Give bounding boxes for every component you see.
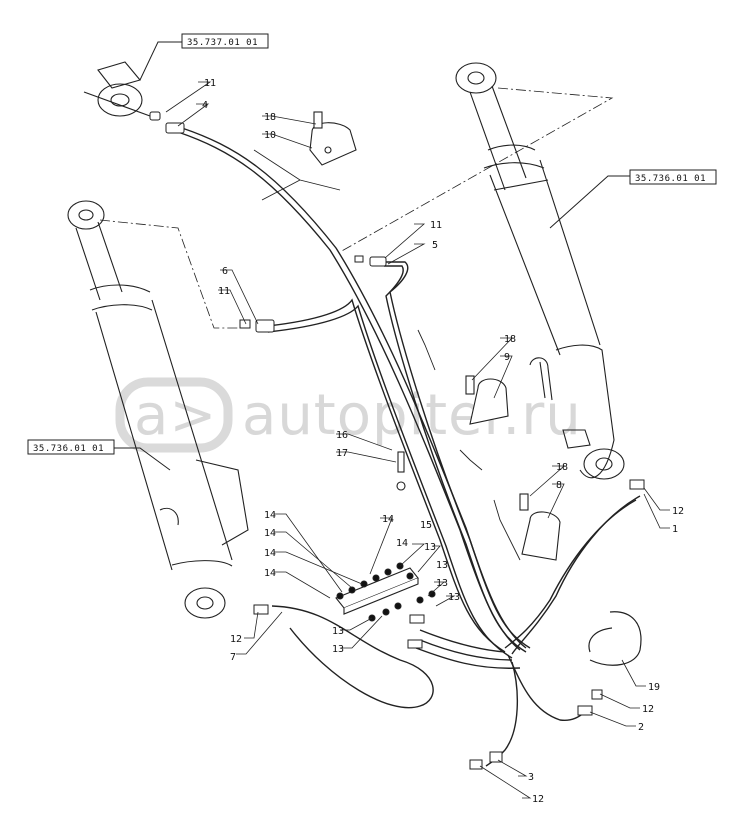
callout-14b: 14 — [264, 528, 276, 539]
callout-1: 1 — [672, 524, 678, 535]
callout-14d: 14 — [264, 568, 276, 579]
callout-14c: 14 — [264, 548, 276, 559]
callout-18c: 18 — [556, 462, 568, 473]
watermark-symbol: a> — [134, 383, 217, 448]
leader-lines — [165, 81, 670, 799]
reference-box-right: 35.736.01 01 — [549, 169, 717, 229]
right-cylinder — [455, 62, 625, 480]
callout-13b: 13 — [436, 560, 448, 571]
reference-box-top: 35.737.01 01 — [139, 33, 269, 81]
callout-13d: 13 — [448, 592, 460, 603]
reference-box-left: 35.736.01 01 — [27, 439, 171, 471]
callout-7: 7 — [230, 652, 236, 663]
break-marks — [253, 149, 521, 561]
reference-text-top: 35.737.01 01 — [187, 38, 258, 48]
callout-14a: 14 — [264, 510, 276, 521]
callout-18b: 18 — [504, 334, 516, 345]
watermark: a> autopiter.ru — [115, 377, 581, 453]
callout-11c: 11 — [218, 286, 230, 297]
callout-15: 15 — [420, 520, 432, 531]
callout-10: 10 — [264, 130, 276, 141]
callout-12d: 12 — [532, 794, 544, 805]
callout-11b: 11 — [430, 220, 442, 231]
callout-13f: 13 — [332, 644, 344, 655]
reference-lines — [99, 87, 614, 329]
callout-3: 3 — [528, 772, 534, 783]
callout-6: 6 — [222, 266, 228, 277]
hose-fittings — [149, 111, 645, 770]
reference-text-right: 35.736.01 01 — [635, 174, 706, 184]
callout-13e: 13 — [332, 626, 344, 637]
callout-5: 5 — [432, 240, 438, 251]
callout-12a: 12 — [672, 506, 684, 517]
callout-12b: 12 — [230, 634, 242, 645]
callout-13a: 13 — [424, 542, 436, 553]
callout-11a: 11 — [204, 78, 216, 89]
callout-13c: 13 — [436, 578, 448, 589]
reference-text-left: 35.736.01 01 — [33, 444, 104, 454]
callout-14e: 14 — [382, 514, 394, 525]
left-cylinder — [67, 200, 249, 619]
callout-4: 4 — [202, 100, 208, 111]
hydraulic-hoses — [177, 127, 641, 767]
callout-8: 8 — [556, 480, 562, 491]
callout-12c: 12 — [642, 704, 654, 715]
callout-14f: 14 — [396, 538, 408, 549]
callout-2: 2 — [638, 722, 644, 733]
callout-17: 17 — [336, 448, 348, 459]
callout-19: 19 — [648, 682, 660, 693]
callout-9: 9 — [504, 352, 510, 363]
top-pivot — [83, 61, 151, 117]
callout-numbers: 11 4 18 10 11 5 6 11 18 9 16 17 18 8 12 … — [202, 78, 684, 805]
clamp-brackets — [309, 111, 561, 561]
manifold-block — [335, 562, 436, 622]
clamp-band — [588, 611, 642, 666]
callout-18a: 18 — [264, 112, 276, 123]
callout-16: 16 — [336, 430, 348, 441]
